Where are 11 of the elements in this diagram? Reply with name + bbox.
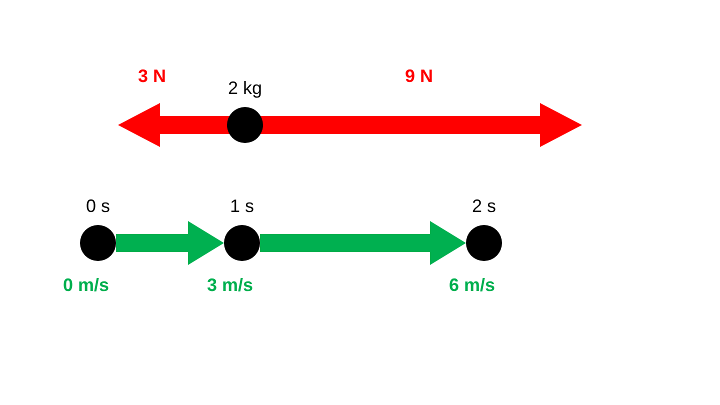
mass-label: 2 kg [228, 78, 262, 98]
time-label: 0 s [86, 196, 110, 216]
velocity-arrow [260, 221, 466, 265]
time-label: 1 s [230, 196, 254, 216]
speed-label: 3 m/s [207, 275, 254, 296]
force-label: 9 N [405, 66, 434, 87]
speed-label: 6 m/s [449, 275, 496, 296]
velocity-arrow [116, 221, 224, 265]
time-label: 2 s [472, 196, 496, 216]
speed-label: 0 m/s [63, 275, 110, 296]
force-label: 3 N [138, 66, 166, 87]
